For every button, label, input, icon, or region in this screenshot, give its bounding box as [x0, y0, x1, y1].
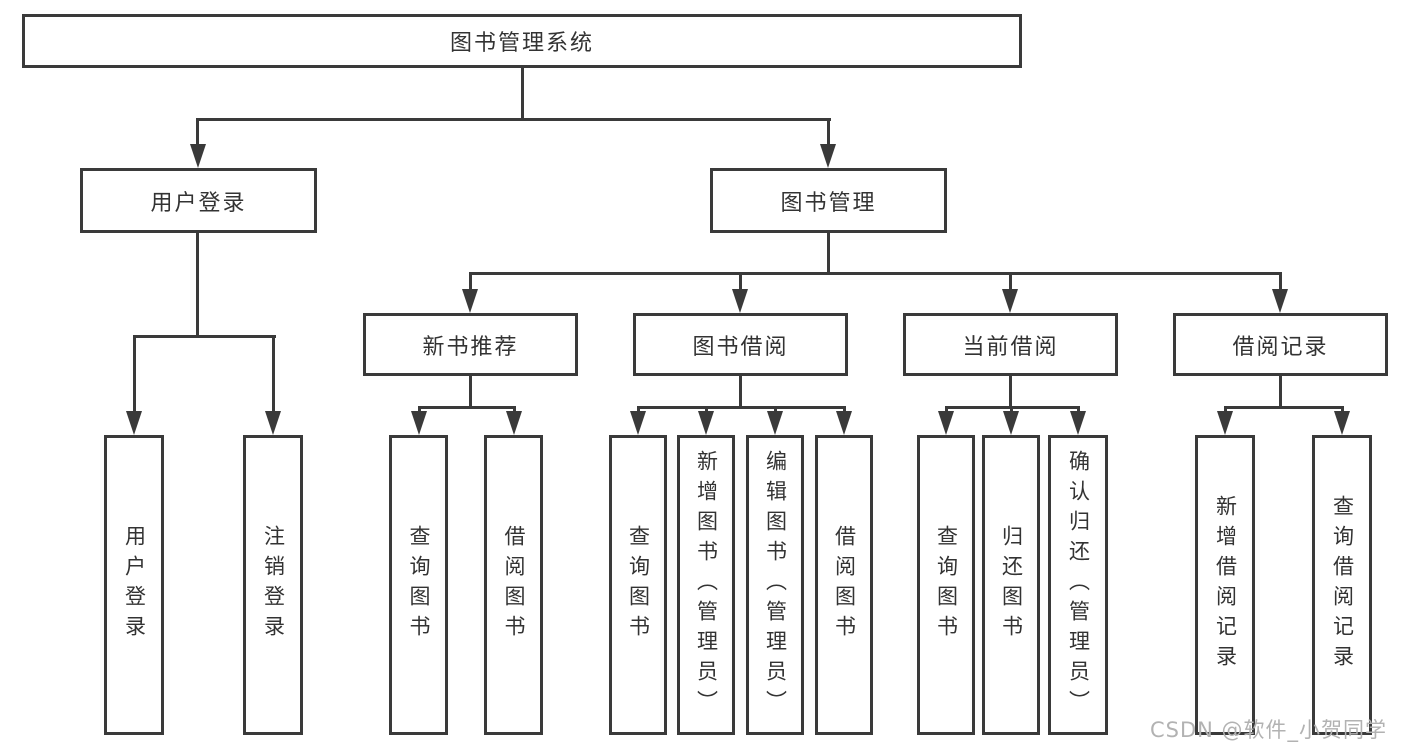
- edge-root-horizontal-bar: [197, 118, 831, 121]
- arrowhead-to-current-borrow: [1002, 289, 1018, 313]
- arrowhead-to-leaf: [767, 411, 783, 435]
- arrowhead-to-leaf: [1070, 411, 1086, 435]
- edge-stub: [945, 406, 948, 414]
- edge-stub-leaf-logout: [272, 335, 275, 413]
- arrowhead-to-leaf: [1003, 411, 1019, 435]
- edge-book-borrow-bar: [637, 406, 846, 409]
- edge-book-management-bar: [469, 272, 1282, 275]
- arrowhead-to-leaf: [836, 411, 852, 435]
- arrowhead-to-leaf: [698, 411, 714, 435]
- arrowhead-to-new-book: [462, 289, 478, 313]
- edge-stub-book-borrow: [739, 272, 742, 291]
- edge-stub: [705, 406, 708, 414]
- arrowhead-to-leaf: [506, 411, 522, 435]
- arrowhead-to-leaf: [411, 411, 427, 435]
- node-book-borrowing: 图书借阅: [633, 313, 848, 376]
- arrowhead-to-borrow-records: [1272, 289, 1288, 313]
- arrowhead-to-user-login: [190, 144, 206, 168]
- edge-root-vertical: [521, 68, 524, 120]
- node-new-book-recommendation: 新书推荐: [363, 313, 578, 376]
- leaf-return-book: 归还图书: [982, 435, 1040, 735]
- leaf-query-book-recommend: 查询图书: [389, 435, 448, 735]
- leaf-user-login: 用户登录: [104, 435, 164, 735]
- arrowhead-to-leaf: [630, 411, 646, 435]
- edge-new-book-vertical: [469, 374, 472, 408]
- edge-stub: [1077, 406, 1080, 414]
- arrowhead-to-leaf: [1217, 411, 1233, 435]
- arrowhead-to-book-borrow: [732, 289, 748, 313]
- edge-user-login-vertical: [196, 233, 199, 337]
- leaf-borrow-book-recommend: 借阅图书: [484, 435, 543, 735]
- arrowhead-to-leaf-logout: [265, 411, 281, 435]
- arrowhead-to-leaf-login: [126, 411, 142, 435]
- edge-borrow-records-vertical: [1279, 374, 1282, 408]
- edge-stub-leaf-login: [133, 335, 136, 413]
- edge-stub-book-management: [827, 118, 830, 146]
- edge-stub-borrow-records: [1279, 272, 1282, 291]
- leaf-query-book-borrowing: 查询图书: [609, 435, 667, 735]
- node-current-borrowing: 当前借阅: [903, 313, 1118, 376]
- arrowhead-to-leaf: [938, 411, 954, 435]
- edge-stub: [513, 406, 516, 414]
- edge-stub: [1341, 406, 1344, 414]
- leaf-logout: 注销登录: [243, 435, 303, 735]
- arrowhead-to-leaf: [1334, 411, 1350, 435]
- arrowhead-to-book-management: [820, 144, 836, 168]
- edge-current-borrow-vertical: [1009, 374, 1012, 408]
- leaf-borrow-book: 借阅图书: [815, 435, 873, 735]
- csdn-watermark: CSDN @软件_小贺同学: [1150, 718, 1388, 742]
- leaf-query-book-current: 查询图书: [917, 435, 975, 735]
- leaf-confirm-return-admin: 确认归还（管理员）: [1048, 435, 1108, 735]
- edge-stub: [1010, 406, 1013, 414]
- edge-user-login-bar: [133, 335, 276, 338]
- edge-stub-user-login: [196, 118, 199, 146]
- edge-stub: [1224, 406, 1227, 414]
- node-book-management: 图书管理: [710, 168, 947, 233]
- edge-book-management-vertical: [827, 233, 830, 274]
- edge-stub: [418, 406, 421, 414]
- edge-stub-new-book: [469, 272, 472, 291]
- edge-stub: [637, 406, 640, 414]
- edge-new-book-bar: [418, 406, 516, 409]
- node-root-library-system: 图书管理系统: [22, 14, 1022, 68]
- leaf-edit-book-admin: 编辑图书（管理员）: [746, 435, 804, 735]
- edge-stub: [843, 406, 846, 414]
- leaf-add-book-admin: 新增图书（管理员）: [677, 435, 735, 735]
- edge-stub-current-borrow: [1009, 272, 1012, 291]
- leaf-add-borrow-record: 新增借阅记录: [1195, 435, 1255, 735]
- edge-book-borrow-vertical: [739, 374, 742, 408]
- node-user-login: 用户登录: [80, 168, 317, 233]
- node-borrowing-records: 借阅记录: [1173, 313, 1388, 376]
- leaf-query-borrow-record: 查询借阅记录: [1312, 435, 1372, 735]
- edge-stub: [774, 406, 777, 414]
- edge-borrow-records-bar: [1224, 406, 1344, 409]
